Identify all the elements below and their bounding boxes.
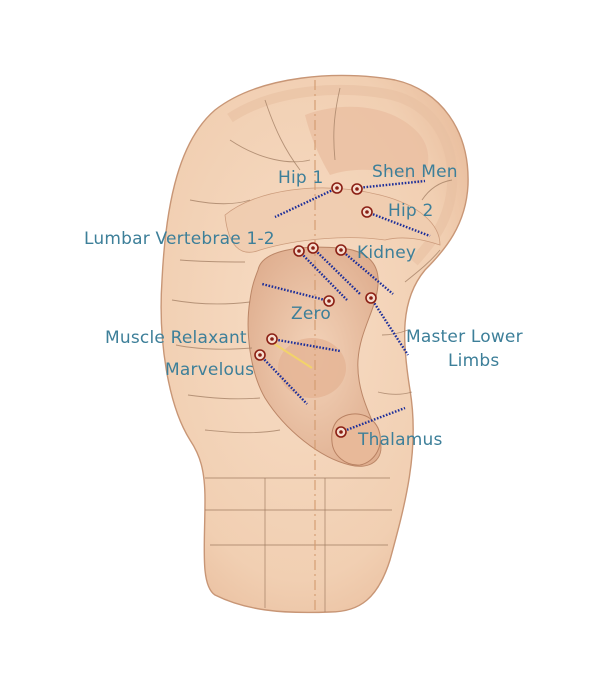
label-marvelous: Marvelous	[165, 360, 254, 380]
label-thalamus: Thalamus	[357, 430, 443, 450]
label-zero: Zero	[291, 304, 331, 324]
point-hip-1[interactable]	[331, 182, 343, 194]
leader-zero	[261, 282, 330, 303]
label-master-lower-limbs-line1: Master Lower	[406, 327, 523, 347]
label-shen-men: Shen Men	[372, 162, 458, 182]
point-thalamus[interactable]	[335, 426, 347, 438]
point-lumbar-vertebrae-2[interactable]	[307, 242, 319, 254]
label-master-lower-limbs-line2: Limbs	[448, 351, 499, 371]
label-hip-2: Hip 2	[388, 201, 434, 221]
label-hip-1: Hip 1	[278, 168, 324, 188]
acupoints	[254, 182, 377, 438]
concha-accent-line	[272, 342, 313, 369]
point-lumbar-vertebrae-1[interactable]	[293, 245, 305, 257]
label-kidney: Kidney	[357, 243, 416, 263]
point-hip-2[interactable]	[361, 206, 373, 218]
label-lumbar-vertebrae: Lumbar Vertebrae 1-2	[84, 229, 275, 249]
label-muscle-relaxant: Muscle Relaxant	[105, 328, 247, 348]
leader-lines	[259, 179, 431, 434]
antitragus	[331, 413, 381, 466]
point-zero[interactable]	[323, 295, 335, 307]
point-kidney[interactable]	[335, 244, 347, 256]
lobe-grid	[205, 477, 392, 612]
point-shen-men[interactable]	[351, 183, 363, 195]
point-muscle-relaxant[interactable]	[266, 333, 278, 345]
point-labels: Hip 1 Shen Men Hip 2 Lumbar Vertebrae 1-…	[84, 162, 523, 450]
triangular-fossa	[305, 106, 429, 185]
region-lines	[171, 87, 453, 434]
point-master-lower-limbs[interactable]	[365, 292, 377, 304]
point-marvelous[interactable]	[254, 349, 266, 361]
helix-rim	[227, 84, 458, 266]
leader-lumbar-2	[312, 247, 361, 295]
antihelix	[224, 187, 441, 253]
